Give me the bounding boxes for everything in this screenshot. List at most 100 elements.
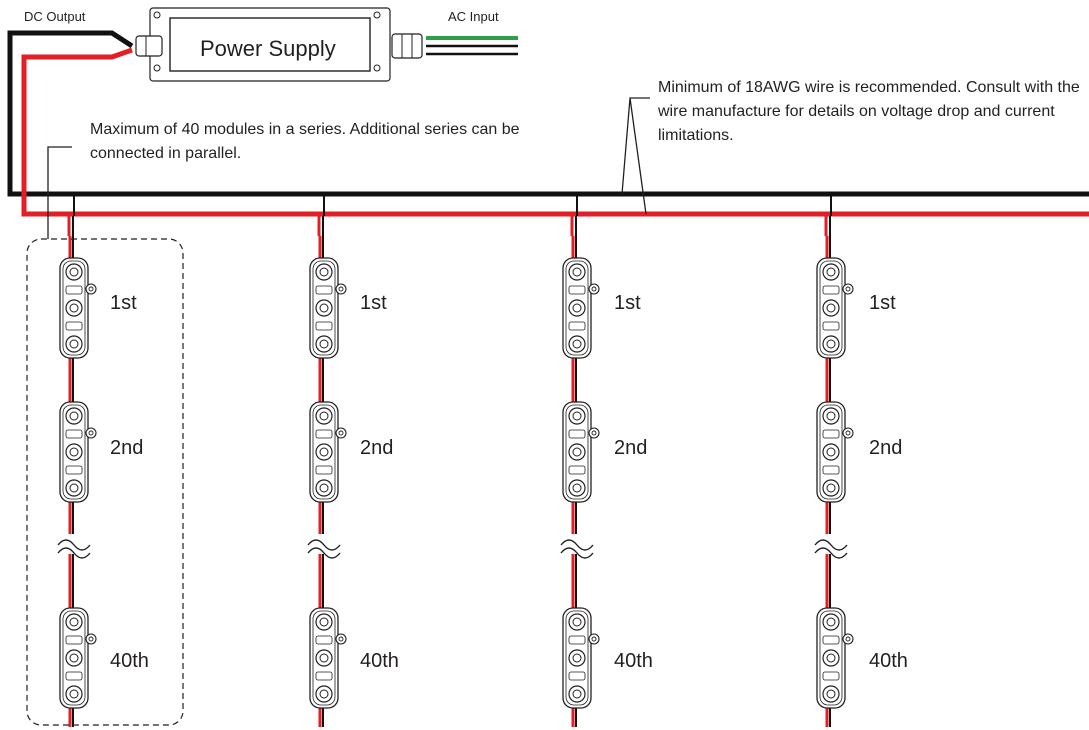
ac-cable-gland bbox=[391, 33, 423, 59]
mounting-tab-hole bbox=[845, 636, 851, 642]
module-rib-1 bbox=[65, 429, 83, 439]
led-lens-inner-2 bbox=[572, 303, 582, 313]
led-lens-2 bbox=[568, 443, 586, 461]
led-lens-inner-3 bbox=[319, 339, 329, 349]
series-note-leader bbox=[47, 146, 72, 239]
module-inner-rim bbox=[565, 610, 589, 706]
led-lens-1 bbox=[315, 263, 333, 281]
series-2-break-mark-bottom bbox=[307, 547, 341, 559]
mounting-tab-hole bbox=[591, 286, 597, 292]
series-4-led-module-1st bbox=[816, 257, 854, 359]
mounting-tab-hole bbox=[591, 636, 597, 642]
module-rib-2 bbox=[822, 671, 840, 681]
led-lens-3 bbox=[315, 685, 333, 703]
led-lens-inner-1 bbox=[69, 617, 79, 627]
led-lens-2 bbox=[65, 443, 83, 461]
led-lens-3 bbox=[568, 335, 586, 353]
led-lens-inner-2 bbox=[319, 653, 329, 663]
led-lens-1 bbox=[568, 263, 586, 281]
mounting-tab bbox=[85, 633, 97, 645]
mounting-hole-3 bbox=[153, 64, 161, 72]
led-lens-1 bbox=[315, 613, 333, 631]
led-lens-2 bbox=[822, 299, 840, 317]
led-lens-inner-3 bbox=[69, 689, 79, 699]
mounting-hole-1 bbox=[153, 11, 161, 19]
series-limit-note: Maximum of 40 modules in a series. Addit… bbox=[90, 121, 520, 162]
series-2-led-module-40th bbox=[309, 607, 347, 709]
led-lens-2 bbox=[822, 649, 840, 667]
mounting-tab bbox=[335, 633, 347, 645]
module-rib-1 bbox=[65, 285, 83, 295]
mounting-tab bbox=[335, 283, 347, 295]
module-rib-1 bbox=[822, 429, 840, 439]
led-lens-inner-1 bbox=[319, 617, 329, 627]
series-1-break-mark-top bbox=[57, 539, 91, 551]
led-lens-inner-2 bbox=[69, 303, 79, 313]
series-4-module-1st-label: 1st bbox=[869, 292, 896, 314]
series-1-led-module-1st bbox=[59, 257, 97, 359]
led-lens-2 bbox=[315, 649, 333, 667]
series-2-led-module-2nd bbox=[309, 401, 347, 503]
series-3-led-module-40th bbox=[562, 607, 600, 709]
series-4-led-module-2nd bbox=[816, 401, 854, 503]
mounting-tab-hole bbox=[88, 286, 94, 292]
led-lens-2 bbox=[568, 649, 586, 667]
led-lens-inner-1 bbox=[826, 267, 836, 277]
mounting-tab bbox=[588, 633, 600, 645]
led-lens-3 bbox=[822, 335, 840, 353]
series-2-module-2nd-label: 2nd bbox=[360, 437, 394, 459]
module-inner-rim bbox=[312, 260, 336, 356]
positive-bus-wire bbox=[21, 47, 1089, 217]
module-rib-2 bbox=[822, 321, 840, 331]
modules-layer bbox=[59, 257, 854, 709]
led-lens-inner-1 bbox=[572, 617, 582, 627]
module-rib-2 bbox=[568, 465, 586, 475]
module-rib-2 bbox=[315, 465, 333, 475]
module-inner-rim bbox=[819, 610, 843, 706]
module-rib-1 bbox=[315, 285, 333, 295]
module-inner-rim bbox=[312, 404, 336, 500]
led-lens-1 bbox=[65, 263, 83, 281]
led-lens-3 bbox=[568, 479, 586, 497]
led-lens-inner-1 bbox=[572, 267, 582, 277]
led-lens-inner-1 bbox=[826, 617, 836, 627]
series-1-module-40th-label: 40th bbox=[110, 650, 149, 672]
series-group-outline bbox=[26, 238, 184, 726]
led-lens-1 bbox=[65, 613, 83, 631]
led-lens-inner-3 bbox=[319, 689, 329, 699]
module-inner-rim bbox=[62, 260, 86, 356]
led-lens-inner-2 bbox=[319, 303, 329, 313]
negative-bus-wire bbox=[7, 30, 1089, 197]
wire-note-leader bbox=[621, 97, 650, 215]
led-lens-1 bbox=[568, 613, 586, 631]
mounting-tab-hole bbox=[845, 430, 851, 436]
led-lens-inner-3 bbox=[826, 339, 836, 349]
mounting-tab-hole bbox=[88, 430, 94, 436]
led-lens-inner-1 bbox=[319, 267, 329, 277]
series-1-break-mark-bottom bbox=[57, 547, 91, 559]
mounting-tab bbox=[842, 427, 854, 439]
led-lens-inner-1 bbox=[69, 411, 79, 421]
series-3-module-40th-label: 40th bbox=[614, 650, 653, 672]
led-lens-2 bbox=[568, 299, 586, 317]
series-1-led-module-2nd bbox=[59, 401, 97, 503]
series-2-module-1st-label: 1st bbox=[360, 292, 387, 314]
series-4-module-40th-label: 40th bbox=[869, 650, 908, 672]
module-rib-2 bbox=[65, 465, 83, 475]
module-rib-1 bbox=[568, 429, 586, 439]
led-lens-2 bbox=[65, 649, 83, 667]
series-3-led-module-1st bbox=[562, 257, 600, 359]
mounting-tab-hole bbox=[591, 430, 597, 436]
series-3-module-2nd-label: 2nd bbox=[614, 437, 648, 459]
led-lens-3 bbox=[568, 685, 586, 703]
series-3-led-module-2nd bbox=[562, 401, 600, 503]
module-rib-2 bbox=[315, 671, 333, 681]
led-lens-inner-2 bbox=[572, 447, 582, 457]
module-rib-2 bbox=[315, 321, 333, 331]
led-lens-inner-3 bbox=[572, 689, 582, 699]
series-1-led-module-40th bbox=[59, 607, 97, 709]
mounting-hole-2 bbox=[373, 11, 381, 19]
power-supply-unit bbox=[135, 7, 423, 82]
mounting-tab bbox=[842, 283, 854, 295]
module-rib-1 bbox=[822, 285, 840, 295]
